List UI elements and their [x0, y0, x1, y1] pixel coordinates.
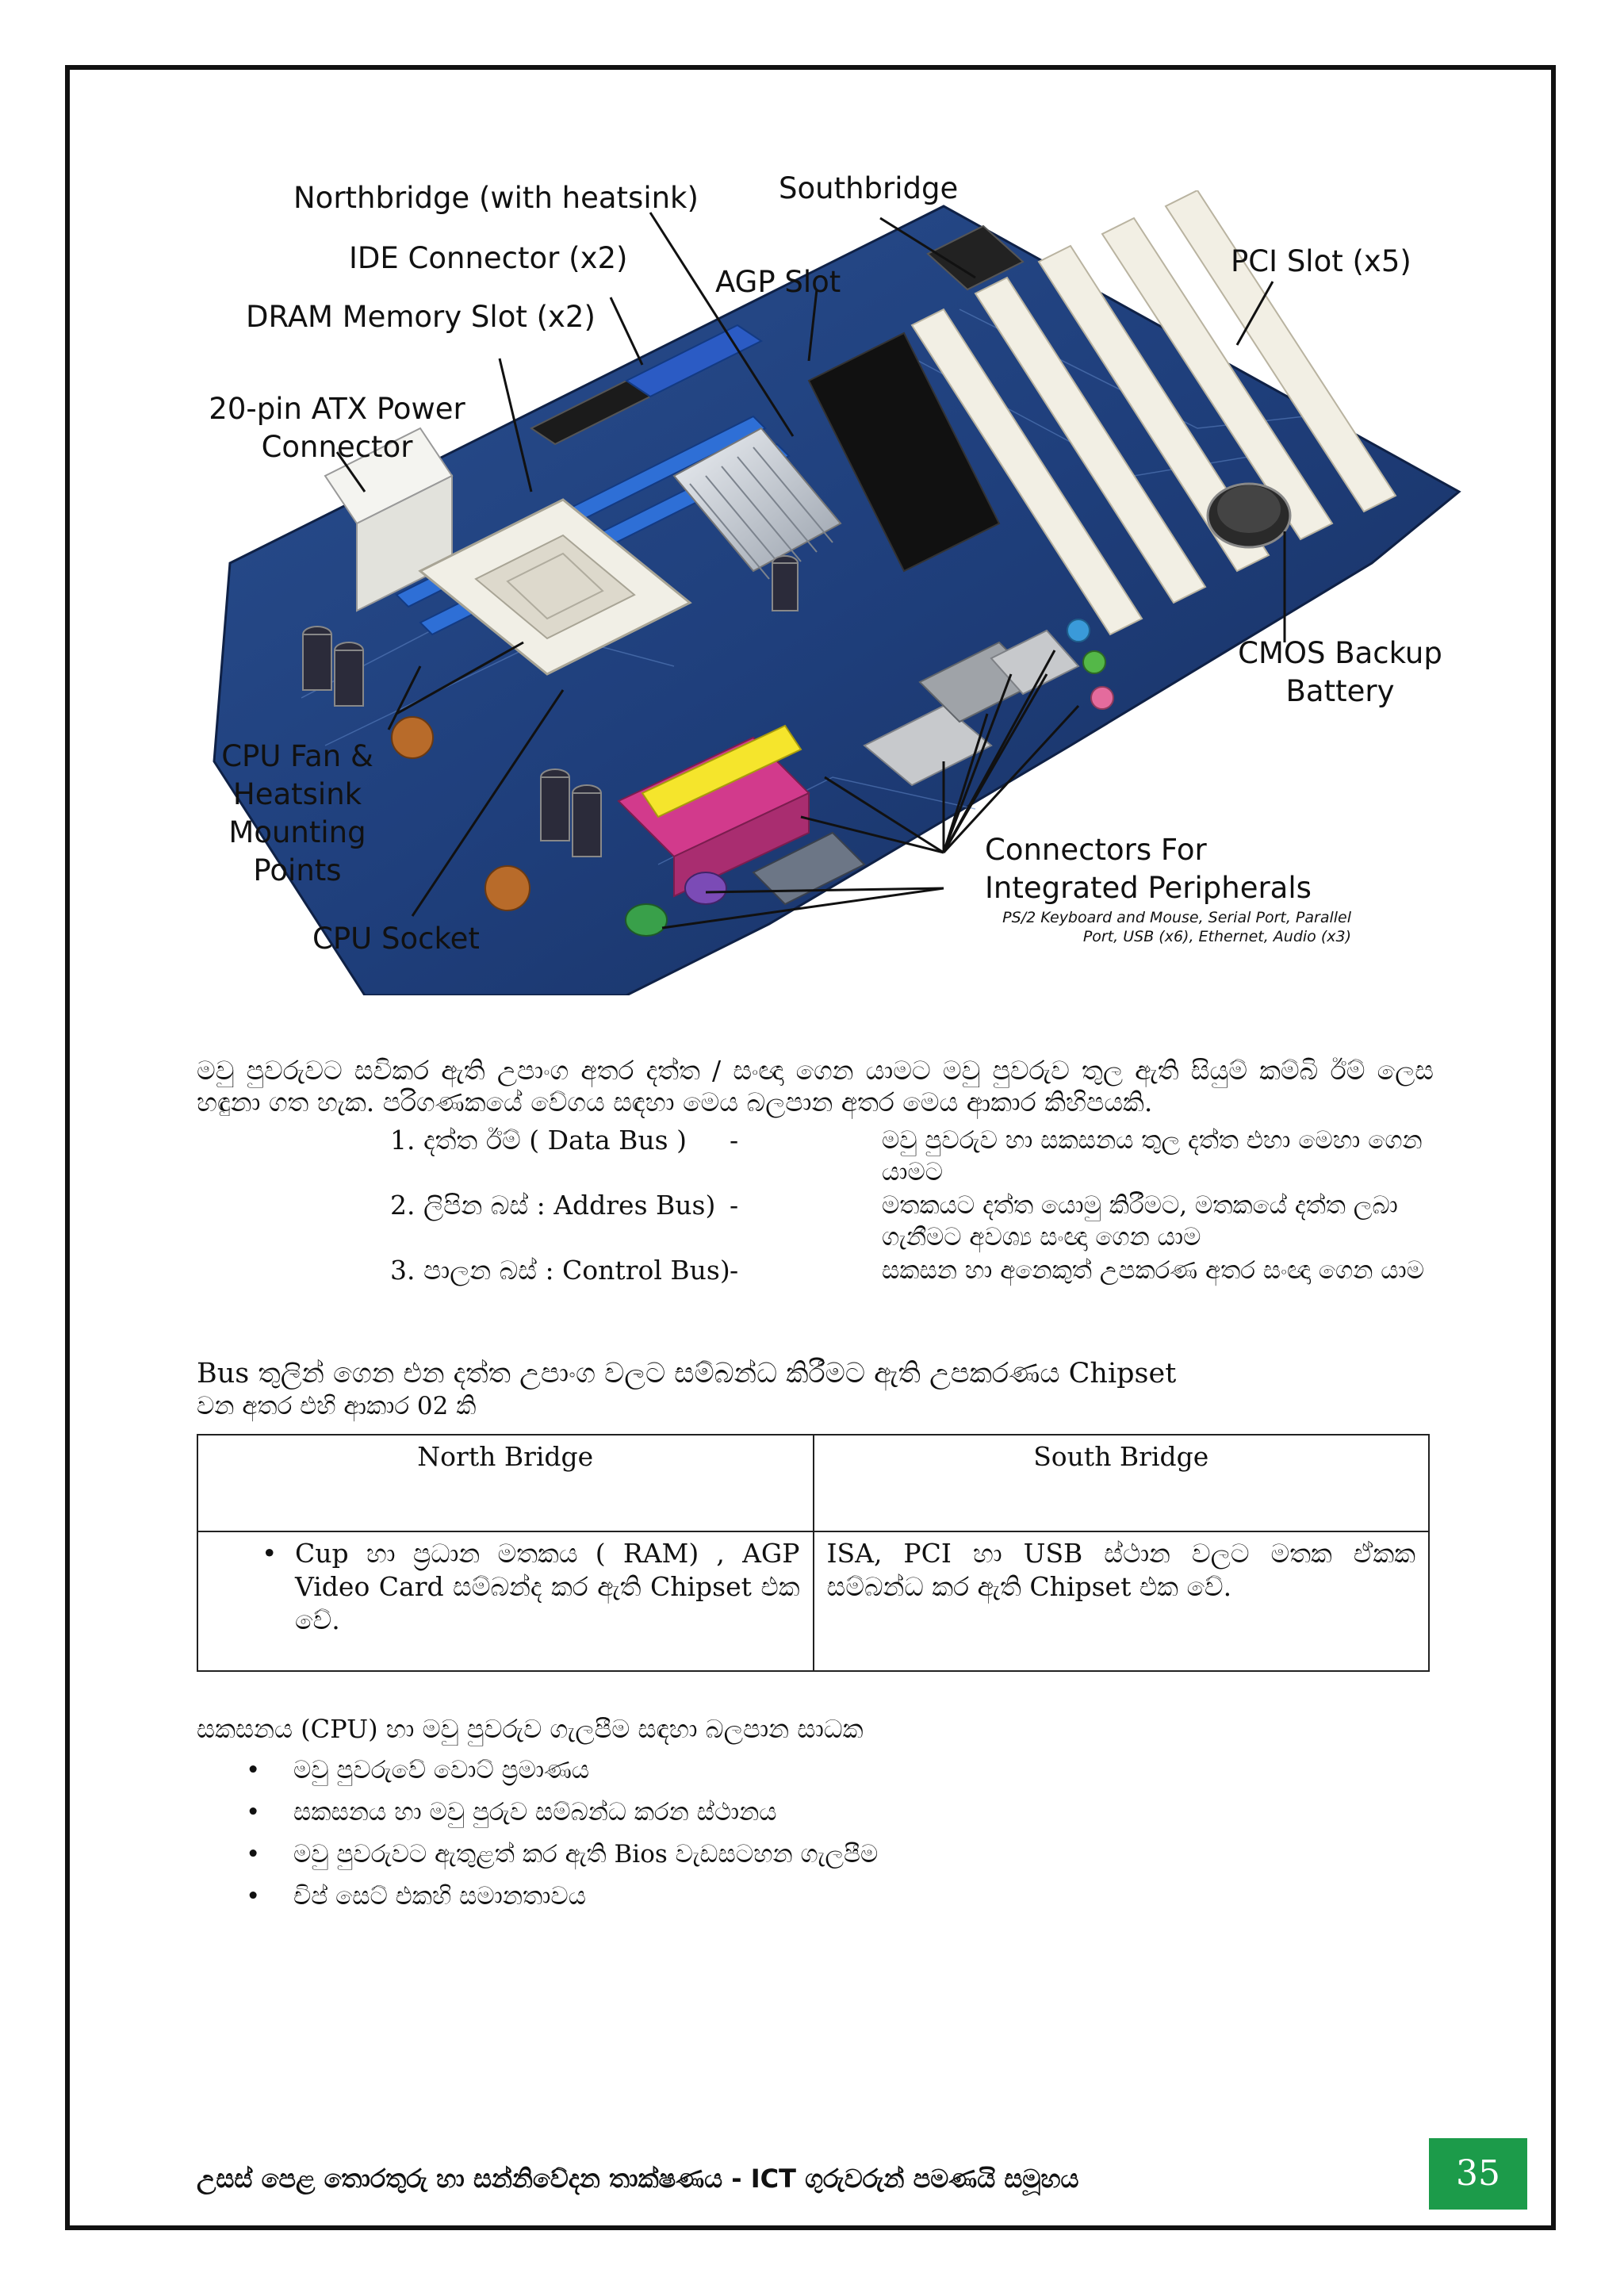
agp-slot-shape — [807, 332, 1001, 573]
list-item: • මවු පුවරුවට ඇතුළත් කර ඇති Bios වැඩසටහන … — [246, 1838, 878, 1870]
bus-name: 3. පාලන බස් : Control Bus) — [390, 1255, 730, 1286]
page-border — [65, 65, 1556, 2230]
factor-text: මවු පුවරුවේ වොට් ප්‍රමාණය — [293, 1756, 590, 1784]
bullet: • — [246, 1798, 261, 1826]
bus-dash: - — [730, 1125, 739, 1156]
bus-name: 1. දත්ත ඊම් ( Data Bus ) — [390, 1125, 687, 1156]
table-row: • Cup හා ප්‍රධාන මතකය ( RAM) , AGP Video… — [197, 1531, 1430, 1672]
motherboard-figure: Northbridge (with heatsink) Southbridge … — [182, 171, 1467, 995]
bullet: • — [262, 1538, 278, 1569]
rear-io-shape — [617, 619, 1114, 937]
label-connectors-note: PS/2 Keyboard and Mouse, Serial Port, Pa… — [1002, 909, 1351, 945]
bus-intro-paragraph: මවු පුවරුවට සවිකර ඇති උපාංග අතර දත්ත / ස… — [197, 1055, 1434, 1117]
factors-title: සකසනය (CPU) හා මවු පුවරුව ගැලපීම සඳහා බල… — [197, 1714, 864, 1744]
footer-text: උසස් පෙළ තොරතුරු හා සන්නිවේදන තාක්ෂණය - … — [197, 2164, 1079, 2194]
bullet: • — [246, 1840, 261, 1869]
south-bridge-text: ISA, PCI හා USB ස්ථාන වලට මතක ඒකක සම්බන්… — [826, 1538, 1416, 1602]
label-pci-slot: PCI Slot (x5) — [1231, 244, 1411, 278]
pci-slots-shape — [910, 190, 1397, 636]
label-agp-slot: AGP Slot — [715, 265, 841, 299]
label-atx-power: 20-pin ATX Power Connector — [209, 392, 465, 464]
factor-text: මවු පුවරුවට ඇතුළත් කර ඇති Bios වැඩසටහන ග… — [293, 1840, 879, 1869]
list-item: • චිප් සෙට් එකහි සමානතාවය — [246, 1880, 586, 1912]
page-number: 35 — [1429, 2138, 1527, 2210]
bridge-table: North Bridge South Bridge • Cup හා ප්‍රධ… — [197, 1434, 1430, 1672]
south-bridge-cell: ISA, PCI හා USB ස්ථාන වලට මතක ඒකක සම්බන්… — [812, 1531, 1430, 1672]
chipset-intro-line-1: Bus තුලින් ගෙන එන දත්ත උපාංග වලට සම්බන්ධ… — [197, 1358, 1177, 1389]
north-bridge-text: Cup හා ප්‍රධාන මතකය ( RAM) , AGP Video C… — [295, 1538, 800, 1635]
factor-text: සකසනය හා මවු පුරුව සම්බන්ධ කරන ස්ථානය — [293, 1798, 777, 1826]
label-southbridge: Southbridge — [779, 171, 959, 205]
callout-lines — [335, 212, 1286, 930]
bullet: • — [246, 1756, 261, 1784]
bus-description: මතකයට දත්ත යොමු කිරීමට, මතකයේ දත්ත ලබා ග… — [882, 1191, 1398, 1251]
cpu-socket-shape — [418, 498, 692, 676]
label-dram-slot: DRAM Memory Slot (x2) — [246, 300, 596, 334]
label-ide-connector: IDE Connector (x2) — [349, 241, 628, 275]
label-cpu-fan: CPU Fan & Heatsink Mounting Points — [221, 739, 373, 887]
bus-name: 2. ලිපින බස් : Addres Bus) — [390, 1190, 716, 1221]
label-northbridge: Northbridge (with heatsink) — [293, 181, 699, 215]
label-cpu-socket: CPU Socket — [312, 922, 480, 956]
bus-description: සකසන හා අනෙකුත් උපකරණ අතර සංඥා ගෙන යාම — [882, 1256, 1425, 1285]
factor-text: චිප් සෙට් එකහි සමානතාවය — [293, 1882, 586, 1911]
header-south-bridge: South Bridge — [812, 1434, 1430, 1532]
chipset-intro: Bus තුලින් ගෙන එන දත්ත උපාංග වලට සම්බන්ධ… — [197, 1356, 1434, 1421]
cmos-battery-shape — [1206, 482, 1292, 549]
bus-dash: - — [730, 1255, 739, 1286]
label-cmos-battery: CMOS Backup Battery — [1238, 636, 1442, 708]
label-connectors: Connectors For Integrated Peripherals — [985, 833, 1312, 905]
capacitors-shape — [302, 555, 799, 857]
bus-dash: - — [730, 1190, 739, 1221]
motherboard-illustration — [213, 190, 1461, 995]
header-north-bridge: North Bridge — [197, 1434, 814, 1532]
north-bridge-cell: • Cup හා ප්‍රධාන මතකය ( RAM) , AGP Video… — [197, 1531, 814, 1672]
bus-description: මවු පුවරුව හා සකසනය තුල දත්ත එහා මෙහා ගෙ… — [882, 1126, 1423, 1186]
bullet: • — [246, 1882, 261, 1911]
ide-connectors-shape — [530, 324, 763, 446]
southbridge-chip-shape — [926, 224, 1025, 291]
table-header-row: North Bridge South Bridge — [197, 1434, 1430, 1532]
list-item: • සකසනය හා මවු පුරුව සම්බන්ධ කරන ස්ථානය — [246, 1796, 777, 1828]
inductor-shape — [391, 716, 530, 911]
northbridge-heatsink-shape — [672, 427, 842, 580]
list-item: • මවු පුවරුවේ වොට් ප්‍රමාණය — [246, 1754, 589, 1786]
chipset-intro-line-2: වන අතර එහි ආකාර 02 කි — [197, 1392, 477, 1420]
